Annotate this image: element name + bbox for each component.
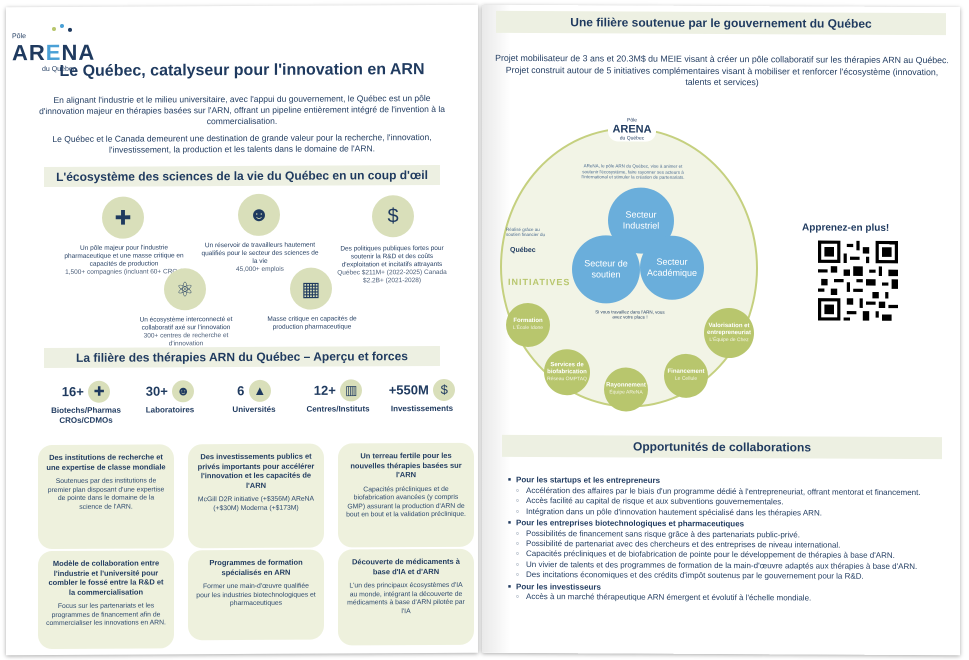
forces-heading: La filière des thérapies ARN du Québec –… <box>44 345 440 369</box>
network-icon: ⚛ <box>164 268 206 311</box>
right-title: Une filière soutenue par le gouvernement… <box>496 10 946 36</box>
qr-code[interactable] <box>818 240 898 321</box>
center-note: Si vous travaillez dans l'ARN, vous avez… <box>595 309 665 320</box>
gov-intro-2: Projet construit autour de 5 initiatives… <box>505 64 939 88</box>
building-icon: ▥ <box>340 379 363 402</box>
right-page: Une filière soutenue par le gouvernement… <box>482 4 960 656</box>
stat-universities: 6 ▲ Universités <box>214 379 294 415</box>
sector-academic: Secteur Académique <box>640 235 704 300</box>
scientist-icon: ☻ <box>172 380 195 403</box>
factory-icon: ▦ <box>290 267 332 310</box>
diagram-logo: Pôle ARENA du Québec <box>608 117 656 142</box>
pharma-icon: ✚ <box>102 196 144 239</box>
intro-text: En alignant l'industrie et le milieu uni… <box>36 93 448 162</box>
diagram-blurb: AReNA, le pôle ARN du Québec, vise à ani… <box>581 163 685 180</box>
opp-group-startups: Pour les startups et les entrepreneurs A… <box>508 475 948 519</box>
gov-support-label: Réalisé grâce au soutien financier du <box>506 226 546 238</box>
ecosystem-heading: L'écosystème des sciences de la vie du Q… <box>44 164 440 188</box>
eco-item-production: Masse critique en capacités de productio… <box>267 315 357 331</box>
card-ai-discovery: Découverte de médicaments à base d'IA et… <box>338 548 474 646</box>
dollar-icon: $ <box>433 378 456 401</box>
left-page: Pôle ARENA du Québec Le Québec, catalyse… <box>6 4 478 656</box>
stat-centres: 12+ ▥ Centres/Instituts <box>298 379 378 414</box>
card-fertile-ground: Un terreau fertile pour les nouvelles th… <box>338 442 474 548</box>
opp-group-biotech: Pour les entreprises biotechnologiques e… <box>508 518 948 583</box>
stat-investments: +550M $ Investissements <box>382 378 462 414</box>
page-title: Le Québec, catalyseur pour l'innovation … <box>59 61 425 80</box>
sector-support: Secteur de soutien <box>572 235 640 304</box>
worker-icon: ☻ <box>238 193 280 237</box>
graduation-cap-icon: ▲ <box>248 379 271 402</box>
initiatives-label: INITIATIVES <box>508 276 571 288</box>
money-icon: $ <box>372 195 414 238</box>
intro-paragraph-1: En alignant l'industrie et le milieu uni… <box>39 93 445 127</box>
card-training: Programmes de formation spécialisés en A… <box>188 549 324 641</box>
eco-item-policies: Des politiques publiques fortes pour sou… <box>337 244 447 285</box>
learn-more-label: Apprenez-en plus! <box>802 222 890 234</box>
stat-labs: 30+ ☻ Laboratoires <box>130 380 210 415</box>
card-collaboration: Modèle de collaboration entre l'industri… <box>38 550 174 650</box>
eco-item-network: Un écosystème interconnecté et collabora… <box>139 316 233 348</box>
eco-item-pharma: Un pôle majeur pour l'industrie pharmace… <box>64 244 184 276</box>
stat-biotechs: 16+ ✚ Biotechs/Pharmas CROs/CDMOs <box>46 380 126 426</box>
quebec-gov-logo: Québec <box>510 246 536 255</box>
medicine-icon: ✚ <box>88 380 111 403</box>
intro-paragraph-2: Le Québec et le Canada demeurent une des… <box>52 132 432 155</box>
opportunities-list: Pour les startups et les entrepreneurs A… <box>508 475 948 606</box>
card-investments: Des investissements publics et privés im… <box>188 443 324 549</box>
list-item: Accès à un marché thérapeutique ARN émer… <box>508 592 948 605</box>
ecosystem-diagram: Pôle ARENA du Québec AReNA, le pôle ARN … <box>500 117 758 412</box>
government-intro: Projet mobilisateur de 3 ans et 20.3M$ d… <box>492 53 952 90</box>
card-research: Des institutions de recherche et une exp… <box>38 444 174 550</box>
opportunities-heading: Opportunités de collaborations <box>502 434 942 460</box>
opp-group-investors: Pour les investisseurs Accès à un marché… <box>508 582 948 605</box>
